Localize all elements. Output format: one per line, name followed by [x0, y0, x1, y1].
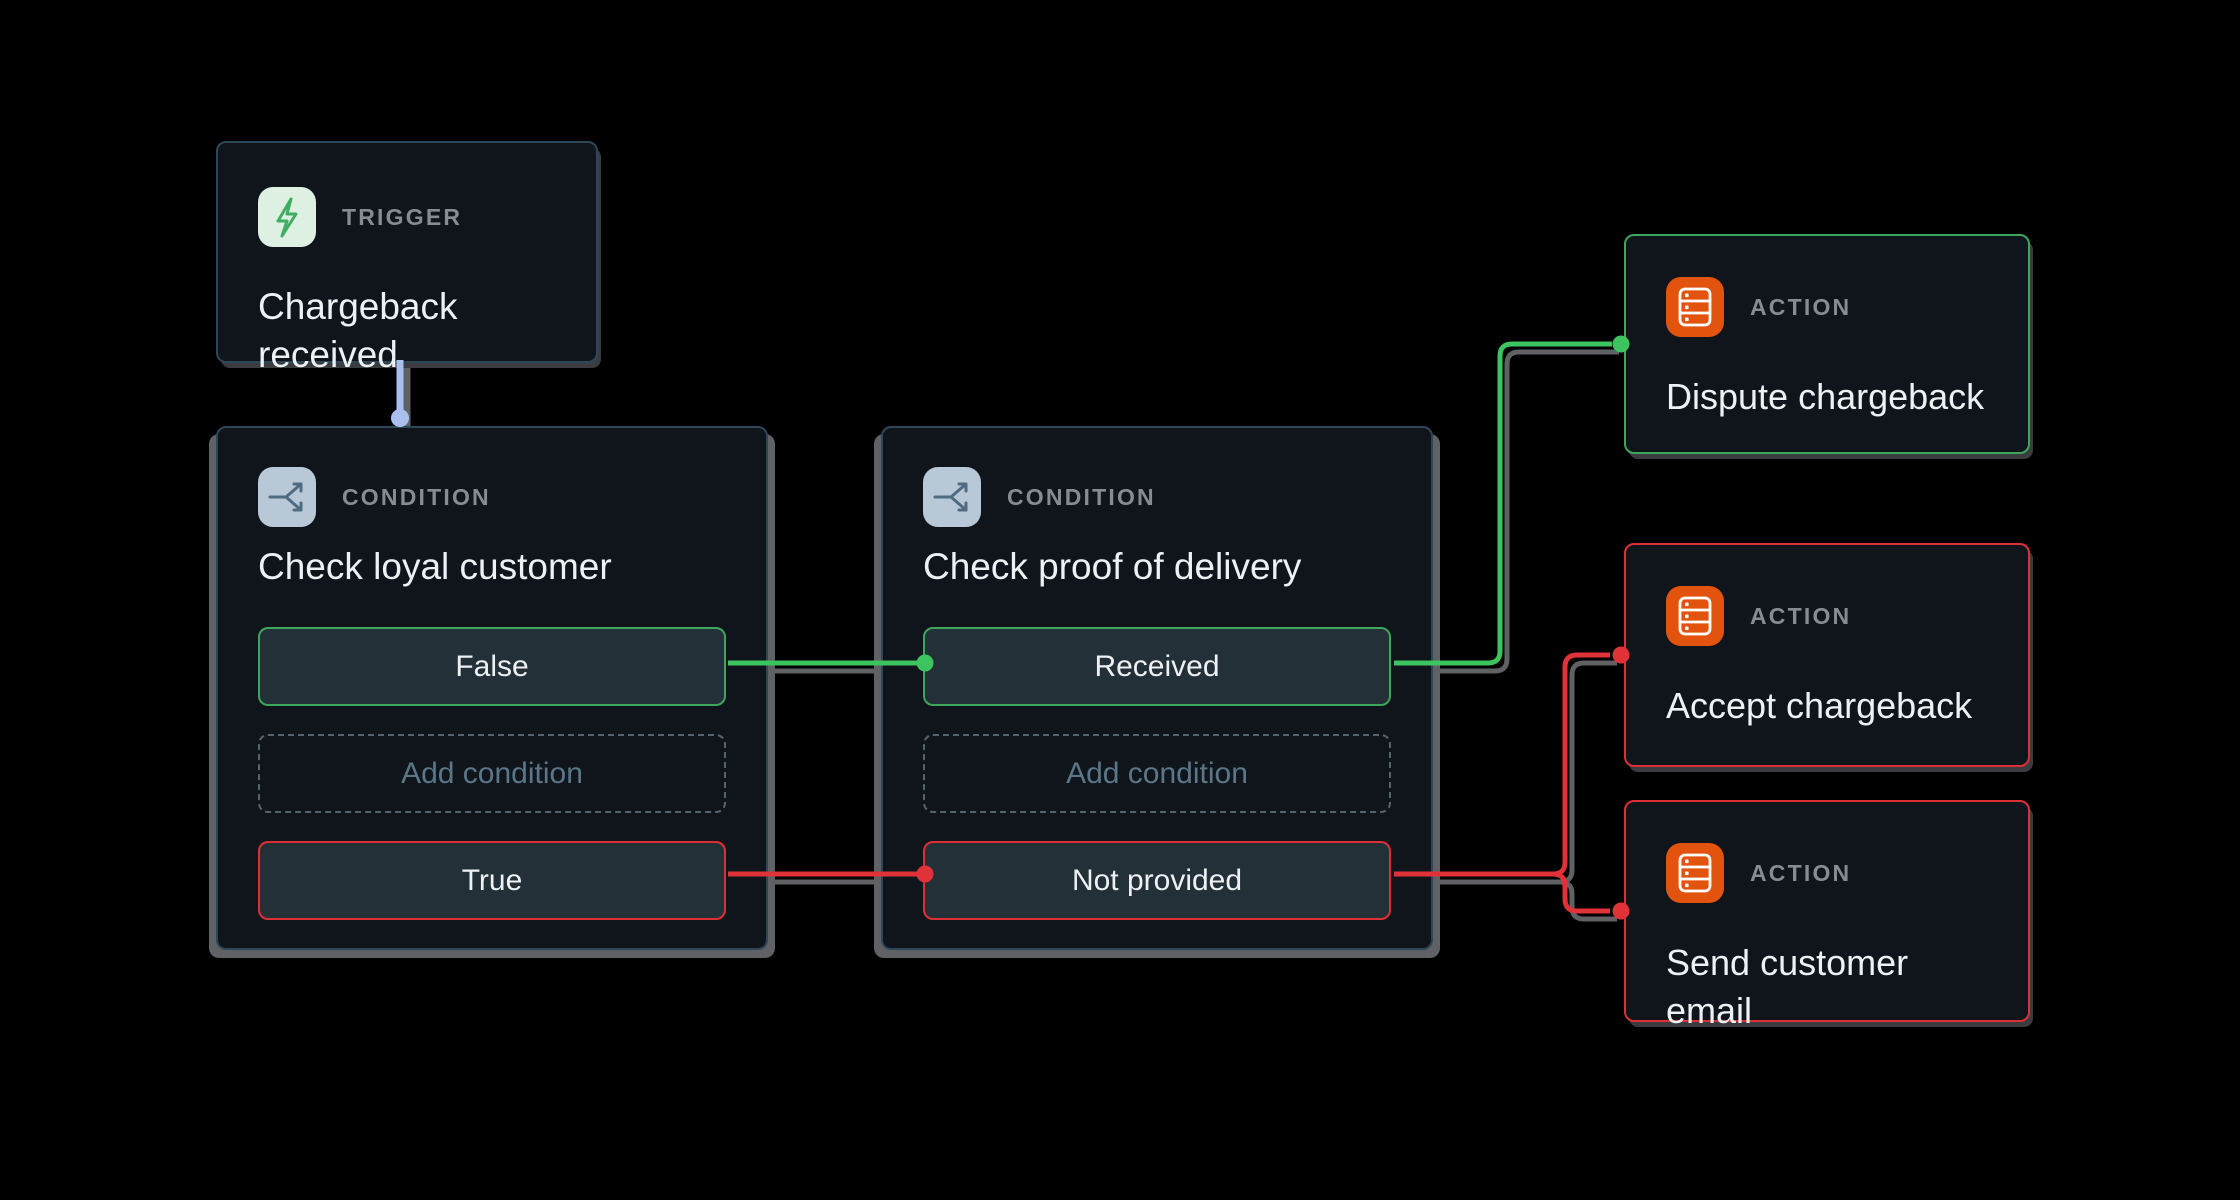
action-type-label: ACTION: [1750, 859, 1852, 886]
branch-label: Not provided: [1071, 863, 1243, 897]
branch-label: Received: [1094, 649, 1220, 683]
condition-node-loyal-customer[interactable]: CONDITION Check loyal customer False Add…: [216, 426, 768, 950]
branch-false[interactable]: False: [258, 627, 726, 706]
server-stack-icon: [1666, 586, 1724, 646]
connector-dot-trigger-to-loyal: [391, 409, 409, 427]
branch-list: False Add condition True: [258, 627, 726, 920]
branch-true[interactable]: True: [258, 841, 726, 920]
trigger-title: Chargeback received: [258, 286, 458, 375]
branch-received[interactable]: Received: [923, 627, 1391, 706]
action-type-label: ACTION: [1750, 602, 1852, 629]
branch-label: False: [455, 649, 529, 683]
action-node-accept-chargeback[interactable]: ACTION Accept chargeback: [1624, 543, 2030, 767]
action-title: Dispute chargeback: [1666, 376, 1985, 417]
trigger-node[interactable]: TRIGGER Chargeback received: [216, 141, 598, 375]
split-arrows-icon: [258, 467, 316, 527]
condition-type-label: CONDITION: [342, 483, 491, 510]
action-node-dispute-chargeback[interactable]: ACTION Dispute chargeback: [1624, 234, 2030, 454]
action-node-send-customer-email[interactable]: ACTION Send customer email: [1624, 800, 2030, 1031]
add-condition-label: Add condition: [401, 756, 583, 790]
condition-node-header: CONDITION: [258, 467, 726, 527]
connector-notprovided-to-email: [1552, 871, 1610, 914]
condition-type-label: CONDITION: [1007, 483, 1156, 510]
condition-node-proof-of-delivery[interactable]: CONDITION Check proof of delivery Receiv…: [881, 426, 1433, 950]
branch-label: True: [461, 863, 523, 897]
branch-not-provided[interactable]: Not provided: [923, 841, 1391, 920]
condition-title: Check loyal customer: [258, 546, 612, 587]
split-arrows-icon: [923, 467, 981, 527]
action-node-header: ACTION: [1666, 586, 1988, 646]
action-type-label: ACTION: [1750, 293, 1852, 320]
action-node-header: ACTION: [1666, 843, 1988, 903]
server-stack-icon: [1666, 277, 1724, 337]
trigger-node-header: TRIGGER: [258, 187, 556, 247]
condition-node-header: CONDITION: [923, 467, 1391, 527]
add-condition-button[interactable]: Add condition: [258, 734, 726, 813]
add-condition-button[interactable]: Add condition: [923, 734, 1391, 813]
add-condition-label: Add condition: [1066, 756, 1248, 790]
branch-list: Received Add condition Not provided: [923, 627, 1391, 920]
trigger-type-label: TRIGGER: [342, 203, 463, 230]
action-title: Accept chargeback: [1666, 685, 1973, 726]
action-node-header: ACTION: [1666, 277, 1988, 337]
action-title: Send customer email: [1666, 942, 1909, 1031]
condition-title: Check proof of delivery: [923, 546, 1302, 587]
lightning-icon: [258, 187, 316, 247]
server-stack-icon: [1666, 843, 1724, 903]
